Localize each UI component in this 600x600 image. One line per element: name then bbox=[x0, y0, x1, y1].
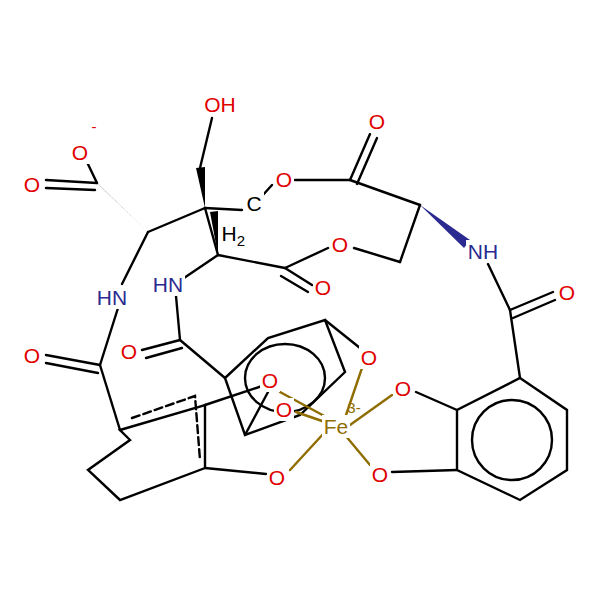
atom-label: HN bbox=[95, 286, 129, 309]
atom-label: 2 bbox=[235, 232, 247, 249]
atom-label: OH bbox=[202, 93, 238, 116]
atom-label: O bbox=[274, 168, 294, 191]
atom-label: O bbox=[260, 369, 280, 392]
atom-label: O bbox=[370, 463, 390, 486]
atom-label: - bbox=[90, 118, 99, 135]
atom-label: H bbox=[219, 222, 238, 245]
atom-label: NH bbox=[466, 240, 500, 263]
atom-label: Fe bbox=[322, 415, 351, 438]
atom-label: O bbox=[119, 340, 139, 363]
atom-label: O bbox=[557, 281, 577, 304]
atom-label: 3- bbox=[345, 399, 362, 416]
atom-label: O bbox=[22, 344, 42, 367]
atom-label: C bbox=[244, 192, 263, 215]
atom-label: O bbox=[274, 398, 294, 421]
atom-label: O bbox=[267, 466, 287, 489]
atom-label: O bbox=[367, 110, 387, 133]
atom-label: HN bbox=[151, 273, 185, 296]
atom-label: O bbox=[313, 276, 333, 299]
atom-label: O bbox=[393, 377, 413, 400]
atom-label: O bbox=[70, 141, 90, 164]
atom-label: O bbox=[359, 346, 379, 369]
atom-label: O bbox=[330, 233, 350, 256]
atom-label: O bbox=[22, 173, 42, 196]
